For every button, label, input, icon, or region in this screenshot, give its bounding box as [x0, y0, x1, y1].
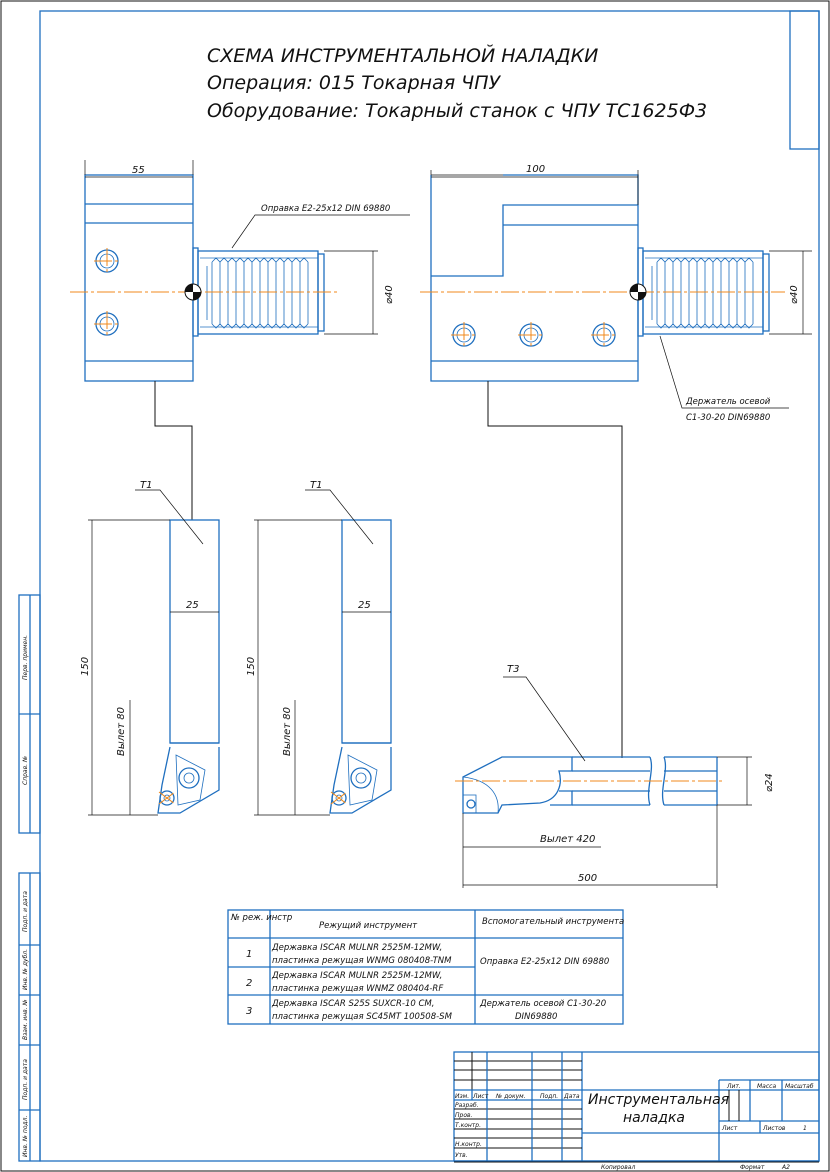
tb-row-utv: Утв. [455, 1152, 468, 1159]
equipment-label: Оборудование: Токарный станок с ЧПУ ТС16… [207, 100, 707, 122]
tool-t3-overhang: Вылет 420 [540, 834, 595, 845]
drawing-frame [39, 10, 820, 1162]
tb-col-doc: № докум. [495, 1093, 526, 1100]
right-holder-label-line1: Держатель осевой [685, 397, 771, 407]
tb-col-izm: Изм. [455, 1093, 469, 1100]
table-header-aux: Вспомогательный инструмента [482, 917, 624, 927]
tb-format-value: A2 [781, 1164, 790, 1171]
left-holder-width-dim: 55 [132, 165, 145, 176]
tool-t1b-width-dim: 25 [358, 600, 371, 611]
table-row-3-aux-2: DIN69880 [515, 1012, 557, 1022]
left-holder-label: Оправка E2-25x12 DIN 69880 [261, 204, 390, 214]
table-row-2-cutting-1: Державка ISCAR MULNR 2525M-12MW, [271, 971, 442, 981]
tb-doc-name-line2: наладка [623, 1110, 685, 1126]
stamp-inv-dubl: Инв. № дубл. [22, 949, 29, 990]
tool-t3-diameter-dim: ⌀24 [764, 773, 775, 792]
tb-sheet: Лист [721, 1125, 738, 1132]
tb-sheets-count: 1 [803, 1125, 807, 1132]
tool-t1b-overhang: Вылет 80 [282, 707, 293, 756]
tool-t1a-drawing [88, 489, 220, 816]
table-header-cutting: Режущий инструмент [319, 921, 418, 931]
table-header-num: № реж. инстр [230, 913, 292, 923]
tool-table [227, 909, 624, 1025]
table-row-1-num: 1 [246, 949, 252, 960]
stamp-podp-data-2: Подп. и дата [22, 1059, 29, 1100]
tb-massa: Масса [757, 1083, 776, 1090]
tool-t3-drawing [455, 676, 752, 888]
right-holder-diameter-dim: ⌀40 [789, 285, 800, 304]
tool-t1b-label: T1 [310, 480, 322, 491]
tb-row-tkontr: Т.контр. [455, 1122, 481, 1129]
tb-col-date: Дата [563, 1093, 580, 1100]
tb-copied: Копировал [601, 1164, 635, 1171]
tool-t1a-length-dim: 150 [80, 657, 91, 676]
table-row-3-num: 3 [246, 1006, 252, 1017]
title-block [453, 1051, 820, 1163]
right-holder-drawing [420, 170, 812, 758]
side-stamp [18, 594, 41, 1162]
tool-t3-length-dim: 500 [578, 873, 597, 884]
tb-masshtab: Масштаб [785, 1083, 814, 1090]
left-holder-diameter-dim: ⌀40 [384, 285, 395, 304]
stamp-vzam-inv: Взам. инв. № [22, 999, 29, 1040]
tb-row-nkontr: Н.контр. [455, 1141, 482, 1148]
tb-col-sign: Подп. [540, 1093, 558, 1100]
tool-t1a-width-dim: 25 [186, 600, 199, 611]
table-row-1-aux: Оправка E2-25x12 DIN 69880 [480, 957, 609, 967]
stamp-inv-podl: Инв. № подл. [22, 1116, 29, 1157]
tool-t1a-label: T1 [140, 480, 152, 491]
tb-sheets: Листов [762, 1125, 786, 1132]
right-holder-width-dim: 100 [526, 164, 545, 175]
table-row-3-cutting-2: пластинка режущая SC45MT 100508-SM [272, 1012, 453, 1022]
left-holder-drawing [70, 160, 410, 520]
stamp-podp-data-1: Подп. и дата [22, 891, 29, 932]
table-row-1-cutting-1: Державка ISCAR MULNR 2525M-12MW, [271, 943, 442, 953]
table-row-3-aux-1: Держатель осевой C1-30-20 [479, 999, 606, 1009]
right-holder-label-line2: C1-30-20 DIN69880 [686, 413, 770, 423]
operation-label: Операция: 015 Токарная ЧПУ [207, 72, 501, 94]
tool-t1b-length-dim: 150 [246, 657, 257, 676]
tb-lit: Лит. [726, 1083, 741, 1090]
tool-t3-label: T3 [507, 664, 519, 675]
table-row-3-cutting-1: Державка ISCAR S25S SUXCR-10 CM, [271, 999, 434, 1009]
table-row-2-cutting-2: пластинка режущая WNMZ 080404-RF [272, 984, 443, 994]
table-row-2-num: 2 [246, 978, 252, 989]
tool-t1a-overhang: Вылет 80 [116, 707, 127, 756]
stamp-sprav-no: Справ. № [22, 756, 29, 785]
tb-row-razrab: Разраб. [455, 1102, 479, 1109]
tb-col-list: Лист [472, 1093, 489, 1100]
tool-t1b-drawing [254, 489, 392, 816]
tb-row-prov: Пров. [455, 1112, 473, 1119]
sheet-title: СХЕМА ИНСТРУМЕНТАЛЬНОЙ НАЛАДКИ [207, 44, 598, 67]
table-row-1-cutting-2: пластинка режущая WNMG 080408-TNM [272, 956, 452, 966]
tb-doc-name-line1: Инструментальная [588, 1092, 729, 1108]
tb-format-label: Формат [740, 1164, 765, 1171]
stamp-perv-primen: Перв. примен. [22, 635, 29, 680]
top-right-stamp [789, 10, 820, 150]
